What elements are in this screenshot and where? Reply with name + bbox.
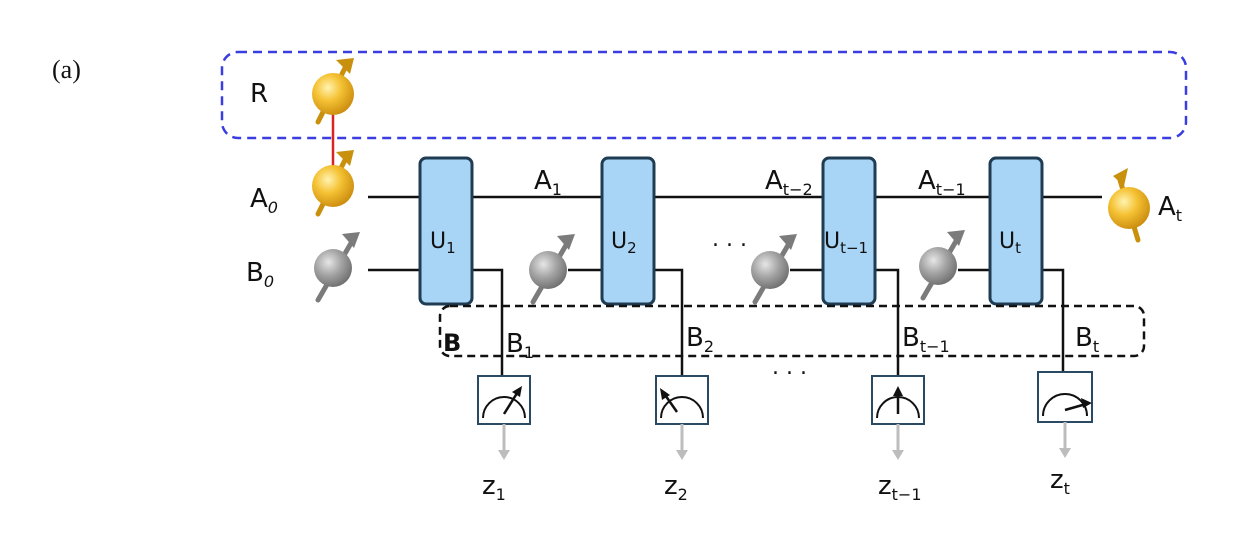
meter-1	[477, 375, 531, 425]
svg-text:U1: U1	[430, 229, 456, 257]
spin-b-in-4	[919, 230, 965, 301]
svg-text:U2: U2	[611, 229, 637, 257]
gate-u-t: Ut	[988, 156, 1044, 306]
panel-label: (a)	[52, 55, 81, 84]
svg-text:Ut: Ut	[999, 229, 1021, 257]
spin-b-in-2	[529, 234, 575, 305]
gate-u-t-minus-1: Ut−1	[821, 156, 877, 306]
ellipsis-bottom: . . .	[772, 355, 807, 380]
spin-b-in-3	[751, 234, 797, 305]
bath-box	[438, 304, 1146, 358]
wire-b-out-1	[472, 268, 504, 376]
label-b1: B1	[506, 329, 534, 362]
outcome-z1: z1	[482, 471, 506, 504]
wire-b-out-3	[875, 268, 900, 376]
wire-b-out-4	[1042, 268, 1065, 376]
label-b2: B2	[686, 323, 714, 356]
bath-label: B	[443, 329, 461, 357]
spin-a0	[312, 150, 354, 217]
meter-t	[1037, 371, 1093, 423]
meter-2	[655, 375, 709, 425]
spin-b0	[314, 232, 360, 303]
meter-t-minus-1	[871, 375, 925, 425]
reference-box	[220, 50, 1188, 140]
label-a0: A0	[250, 184, 278, 217]
reference-label: R	[250, 79, 268, 109]
label-b0: B0	[246, 258, 274, 291]
label-b-t: Bt	[1075, 323, 1099, 356]
label-a1: A1	[534, 166, 562, 199]
outcome-z-t-minus-1: zt−1	[878, 471, 922, 504]
label-b-t-minus-1: Bt−1	[902, 323, 950, 356]
label-a-t: At	[1158, 192, 1182, 225]
ellipsis-top: . . .	[712, 227, 747, 252]
label-a-t-minus-2: At−2	[765, 166, 813, 199]
wire-b-out-2	[654, 268, 684, 376]
spin-a-t	[1108, 168, 1150, 243]
label-a-t-minus-1: At−1	[918, 166, 966, 199]
outcome-z-t: zt	[1050, 465, 1070, 498]
outcome-arrows	[498, 422, 1071, 460]
gate-u2: U2	[600, 156, 656, 306]
outcome-z2: z2	[664, 471, 688, 504]
svg-text:Ut−1: Ut−1	[824, 229, 868, 257]
spin-r	[312, 58, 354, 125]
gate-u1: U1	[418, 156, 474, 306]
